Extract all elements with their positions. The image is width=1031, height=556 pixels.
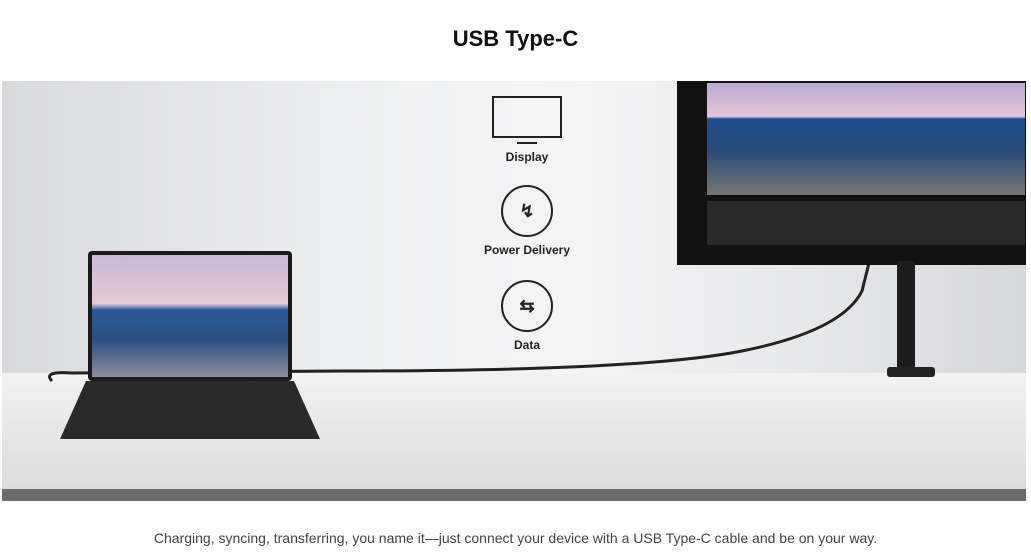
feature-data: ⇆ Data <box>472 280 582 352</box>
feature-display: Display <box>472 95 582 164</box>
lightning-icon: ↯ <box>501 185 553 237</box>
feature-label: Display <box>505 150 549 164</box>
desk-edge <box>2 489 1026 501</box>
page-title: USB Type-C <box>452 26 579 51</box>
feature-power-delivery: ↯ Power Delivery <box>472 185 582 257</box>
laptop-screen <box>88 251 292 381</box>
caption: Charging, syncing, transferring, you nam… <box>153 530 878 546</box>
monitor-clamp <box>887 367 935 377</box>
product-scene: Display ↯ Power Delivery ⇆ Data <box>2 81 1026 501</box>
monitor <box>677 81 1026 265</box>
monitor-stand <box>897 261 915 371</box>
feature-label: Data <box>513 338 540 352</box>
laptop-keyboard <box>60 381 320 439</box>
monitor-icon <box>492 96 562 144</box>
feature-label: Power Delivery <box>483 243 571 257</box>
usb-c-cable <box>48 250 874 383</box>
transfer-arrows-icon: ⇆ <box>501 280 553 332</box>
